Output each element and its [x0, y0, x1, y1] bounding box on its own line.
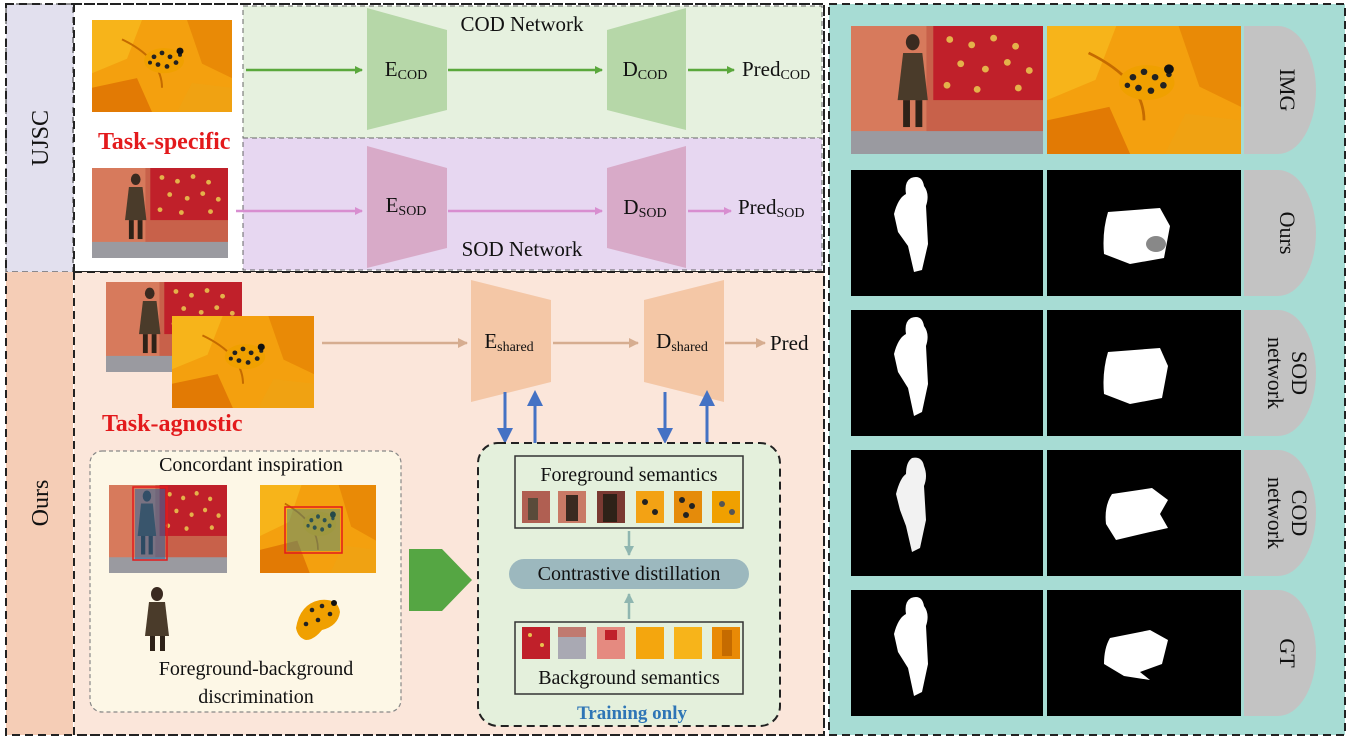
task-agnostic-label: Task-agnostic [102, 411, 243, 437]
fg-bg-line2: discrimination [198, 686, 314, 708]
result-img-frog [1047, 26, 1241, 154]
bg-semantics-box [514, 621, 744, 695]
d-cod-label: DCOD [623, 57, 668, 83]
ours-side-tab [6, 272, 73, 735]
e-cod-label: ECOD [385, 57, 427, 83]
contrastive-label: Contrastive distillation [538, 563, 721, 585]
task-specific-label: Task-specific [98, 129, 231, 155]
ours-label: Ours [28, 480, 54, 527]
d-shared-block [644, 280, 724, 402]
concordant-title: Concordant inspiration [159, 454, 343, 476]
pred-sod-label: PredSOD [738, 195, 805, 221]
training-only-label: Training only [577, 703, 687, 724]
row-label-cod-1: COD [1287, 490, 1312, 536]
bg-semantics-label: Background semantics [538, 667, 720, 689]
e-shared-label: Eshared [484, 329, 533, 355]
row-label-cod-2: network [1263, 477, 1288, 549]
row-label-img: IMG [1275, 69, 1300, 112]
fg-semantics-box [514, 455, 744, 529]
fg-patches [522, 491, 740, 523]
green-triangle-arrow [409, 549, 472, 611]
e-sod-block [367, 146, 447, 268]
masks-ours [851, 170, 1241, 296]
e-shared-block [471, 280, 551, 402]
pred-label: Pred [770, 331, 809, 355]
pred-cod-label: PredCOD [742, 57, 810, 83]
woman-bbox [132, 486, 168, 561]
masks-sod [851, 310, 1241, 436]
fg-semantics-label: Foreground semantics [540, 464, 717, 486]
woman-cutout [145, 587, 169, 651]
ujsc-label: UJSC [28, 110, 54, 166]
result-img-woman [851, 26, 1043, 154]
fg-bg-line1: Foreground-background [159, 658, 353, 680]
row-label-ours: Ours [1275, 212, 1300, 255]
training-arrows [497, 390, 715, 444]
left-outer-border [5, 3, 825, 736]
row-label-sod-1: SOD [1287, 351, 1312, 395]
sod-network-title: SOD Network [462, 237, 583, 261]
d-cod-block [607, 8, 686, 130]
d-shared-label: Dshared [656, 329, 708, 355]
e-cod-block [367, 8, 447, 130]
contrastive-pill [509, 559, 749, 589]
bg-patches [522, 627, 740, 659]
woman-highlight [135, 489, 165, 559]
row-label-gt: GT [1275, 638, 1300, 668]
d-sod-label: DSOD [623, 195, 666, 221]
ujsc-side-tab [5, 3, 74, 273]
frog-stacked-image [172, 316, 314, 408]
frog-cutout [296, 599, 340, 640]
woman-input-image [92, 168, 228, 258]
masks-gt [851, 590, 1241, 716]
row-tabs [1244, 26, 1316, 716]
d-sod-block [607, 146, 686, 268]
frog-bbox [284, 506, 343, 554]
row-label-sod-2: network [1263, 337, 1288, 409]
frog-highlight [287, 509, 340, 551]
sod-network-panel [242, 137, 823, 271]
masks-cod [851, 450, 1241, 576]
e-sod-label: ESOD [386, 193, 427, 219]
frog-input-image [92, 20, 232, 112]
woman-attention-image [109, 485, 227, 573]
cod-network-title: COD Network [460, 12, 584, 36]
